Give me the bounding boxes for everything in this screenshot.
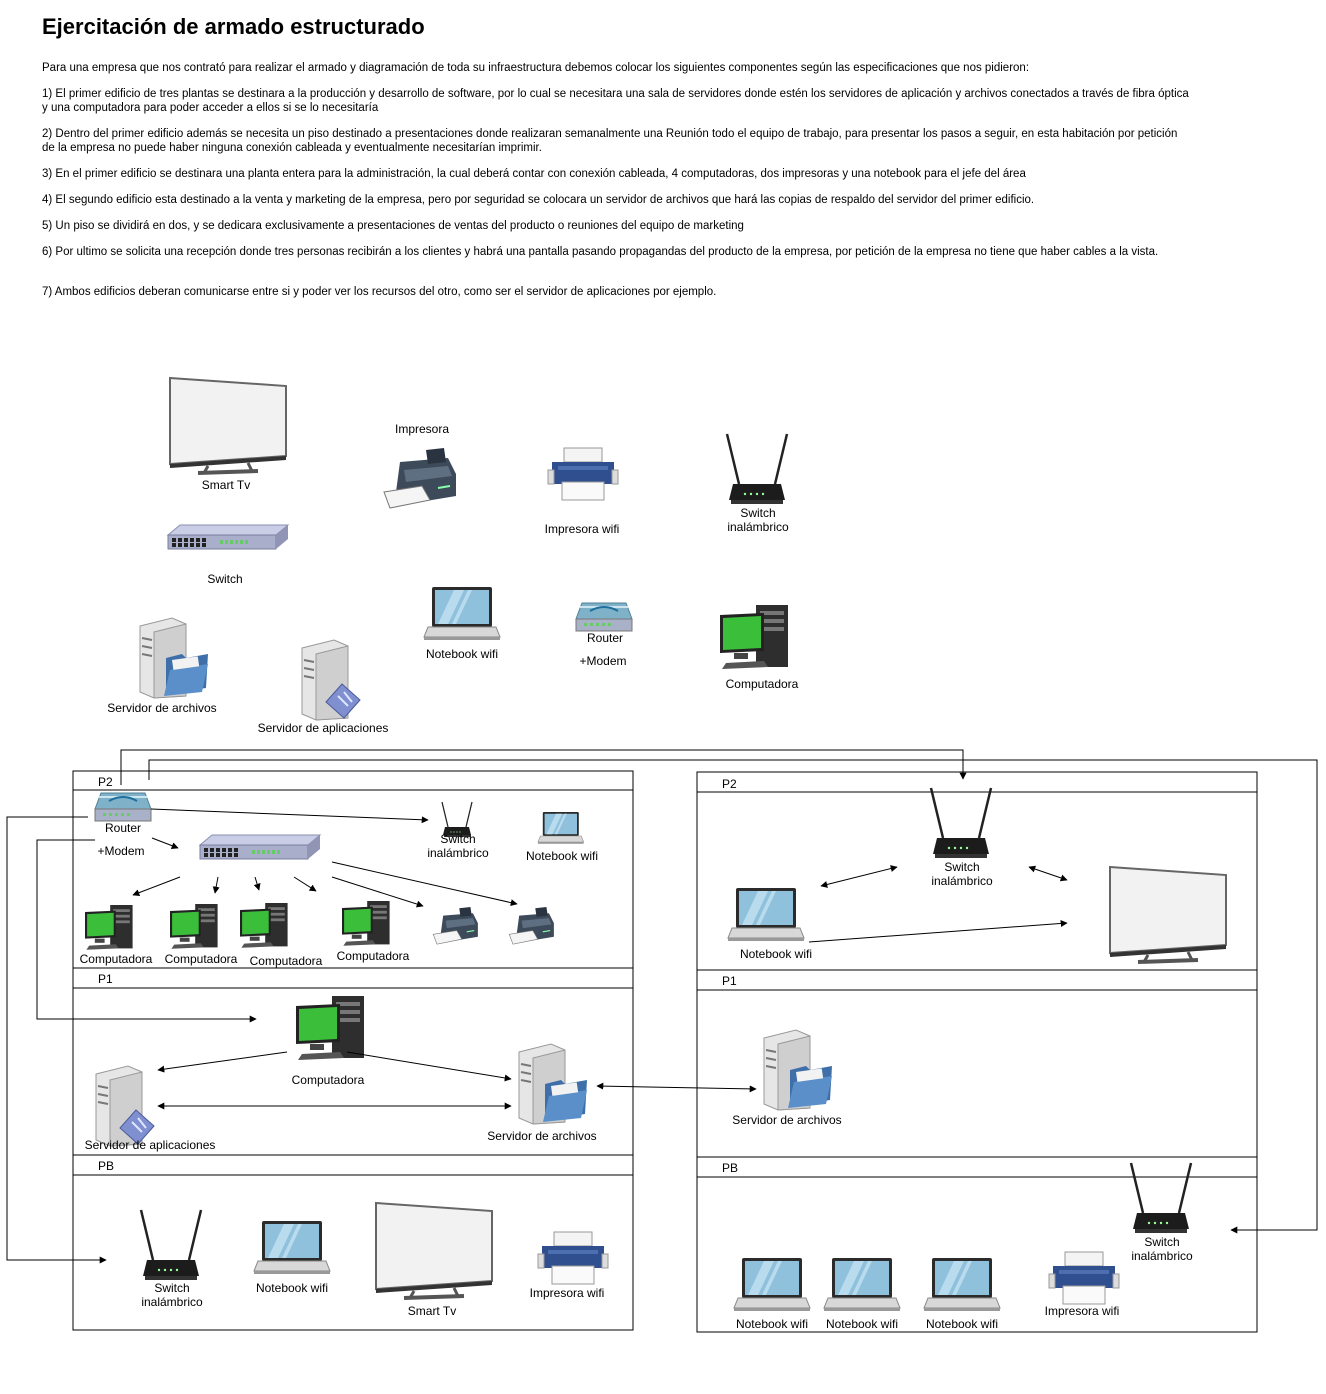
b2pb-notebook2-label: Notebook wifi (826, 1317, 898, 1331)
b1p2-pc4-label: Computadora (337, 949, 410, 963)
requirement-2: 2) Dentro del primer edificio además se … (42, 128, 1178, 154)
wifi-printer-label: Impresora wifi (545, 522, 620, 536)
wireless-switch-label-1: Switch (740, 506, 775, 520)
modem-label: +Modem (579, 654, 626, 668)
requirement-3: 3) En el primer edificio se destinara un… (42, 168, 1026, 180)
requirement-1: 1) El primer edificio de tres plantas se… (42, 88, 1189, 114)
wireless-switch-icon (725, 432, 789, 506)
smart-tv-icon (374, 1201, 494, 1300)
desktop-computer-icon (240, 903, 288, 948)
b1p2-wswitch-label-2: inalámbrico (427, 846, 489, 860)
b1pb-wprinter-label: Impresora wifi (530, 1286, 605, 1300)
laptop-icon (537, 811, 584, 845)
desktop-computer-icon (296, 996, 364, 1060)
switch-icon (199, 834, 321, 860)
b2pb-wswitch-label-2: inalámbrico (1131, 1249, 1193, 1263)
smart-tv-icon (168, 376, 288, 475)
desktop-computer-icon (85, 905, 133, 950)
printer-icon (432, 906, 479, 945)
desktop-computer-icon (342, 901, 390, 946)
building-1 (72, 770, 634, 1331)
requirement-5: 5) Un piso se dividirá en dos, y se dedi… (42, 220, 744, 232)
application-server-icon (301, 639, 361, 721)
laptop-icon (733, 1257, 811, 1312)
file-server-label: Servidor de archivos (107, 701, 216, 715)
printer-icon (383, 447, 457, 509)
computer-label: Computadora (726, 677, 799, 691)
b1-modem-label: +Modem (97, 844, 144, 858)
wifi-printer-icon (1048, 1251, 1120, 1305)
b1p2-notebook-label: Notebook wifi (526, 849, 598, 863)
laptop-icon (423, 586, 501, 641)
building-2 (696, 771, 1258, 1333)
file-server-icon (518, 1043, 588, 1125)
b1-router-label: Router (105, 821, 141, 835)
b1pb-notebook-label: Notebook wifi (256, 1281, 328, 1295)
laptop-icon (253, 1220, 331, 1275)
b2p2-notebook-label: Notebook wifi (740, 947, 812, 961)
requirement-6: 6) Por ultimo se solicita una recepción … (42, 246, 1159, 258)
wireless-switch-label-2: inalámbrico (727, 520, 789, 534)
wireless-switch-icon (1129, 1161, 1193, 1235)
printer-label: Impresora (395, 422, 449, 436)
b2-floor-pb: PB (722, 1161, 738, 1175)
switch-label: Switch (207, 572, 242, 586)
file-server-icon (139, 617, 209, 699)
connections (6, 749, 1318, 1264)
b2p2-wswitch-label-2: inalámbrico (931, 874, 993, 888)
b1p1-appserver-label: Servidor de aplicaciones (85, 1138, 216, 1152)
b2pb-notebook1-label: Notebook wifi (736, 1317, 808, 1331)
b2pb-wswitch-label-1: Switch (1144, 1235, 1179, 1249)
page-title: Ejercitación de armado estructurado (42, 14, 425, 39)
requirement-7: 7) Ambos edificios deberan comunicarse e… (42, 286, 717, 298)
b2p1-fileserver-label: Servidor de archivos (732, 1113, 841, 1127)
b1p1-pc-label: Computadora (292, 1073, 365, 1087)
b2pb-notebook3-label: Notebook wifi (926, 1317, 998, 1331)
router-icon (575, 602, 633, 632)
laptop-icon (923, 1257, 1001, 1312)
printer-icon (508, 906, 555, 945)
file-server-icon (763, 1029, 833, 1111)
wifi-printer-icon (537, 1231, 609, 1285)
wifi-printer-icon (547, 447, 619, 501)
laptop-label: Notebook wifi (426, 647, 498, 661)
application-server-label: Servidor de aplicaciones (258, 721, 389, 735)
smart-tv-icon (1108, 865, 1228, 964)
b1p2-pc2-label: Computadora (165, 952, 238, 966)
b2-floor-p1: P1 (722, 974, 737, 988)
b2pb-wprinter-label: Impresora wifi (1045, 1304, 1120, 1318)
b1pb-tv-label: Smart Tv (408, 1304, 456, 1318)
intro-text: Para una empresa que nos contrató para r… (42, 62, 1030, 74)
requirement-4: 4) El segundo edificio esta destinado a … (42, 194, 1035, 206)
desktop-computer-icon (720, 605, 788, 669)
application-server-icon (95, 1065, 155, 1147)
wireless-switch-icon (139, 1208, 203, 1282)
switch-icon (167, 524, 289, 550)
b1pb-wswitch-label-2: inalámbrico (141, 1295, 203, 1309)
b2p2-wswitch-label-1: Switch (944, 860, 979, 874)
b1pb-wswitch-label-1: Switch (154, 1281, 189, 1295)
b1-floor-p2: P2 (98, 775, 113, 789)
b1p2-pc3-label: Computadora (250, 954, 323, 968)
wireless-switch-icon (929, 786, 993, 860)
b1-floor-p1: P1 (98, 972, 113, 986)
b1p2-wswitch-label-1: Switch (440, 832, 475, 846)
router-label: Router (587, 631, 623, 645)
b1p1-fileserver-label: Servidor de archivos (487, 1129, 596, 1143)
laptop-icon (727, 887, 805, 942)
desktop-computer-icon (170, 904, 218, 949)
b2-floor-p2: P2 (722, 777, 737, 791)
smart-tv-label: Smart Tv (202, 478, 250, 492)
laptop-icon (823, 1257, 901, 1312)
router-icon (94, 792, 152, 822)
b1-floor-pb: PB (98, 1159, 114, 1173)
b1p2-pc1-label: Computadora (80, 952, 153, 966)
